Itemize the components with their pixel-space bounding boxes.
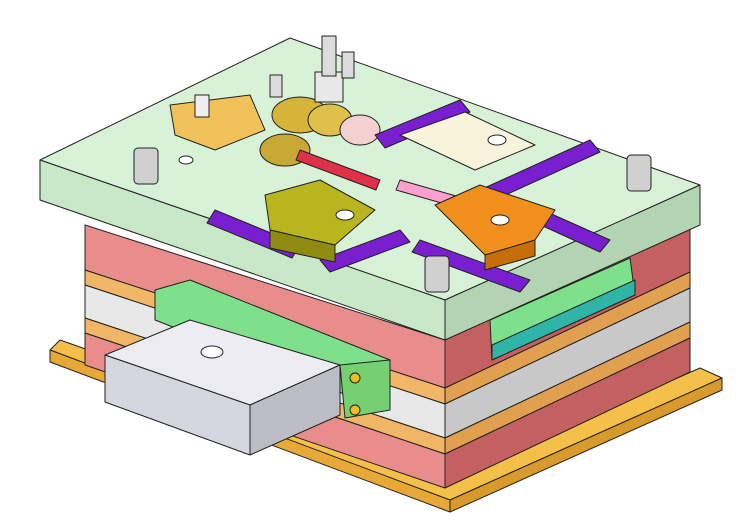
guide-bushings [133,147,652,293]
plate-stack-right [444,224,691,489]
slider-blocks [264,111,556,271]
ejector-block [104,279,391,456]
gear-train [169,35,471,211]
